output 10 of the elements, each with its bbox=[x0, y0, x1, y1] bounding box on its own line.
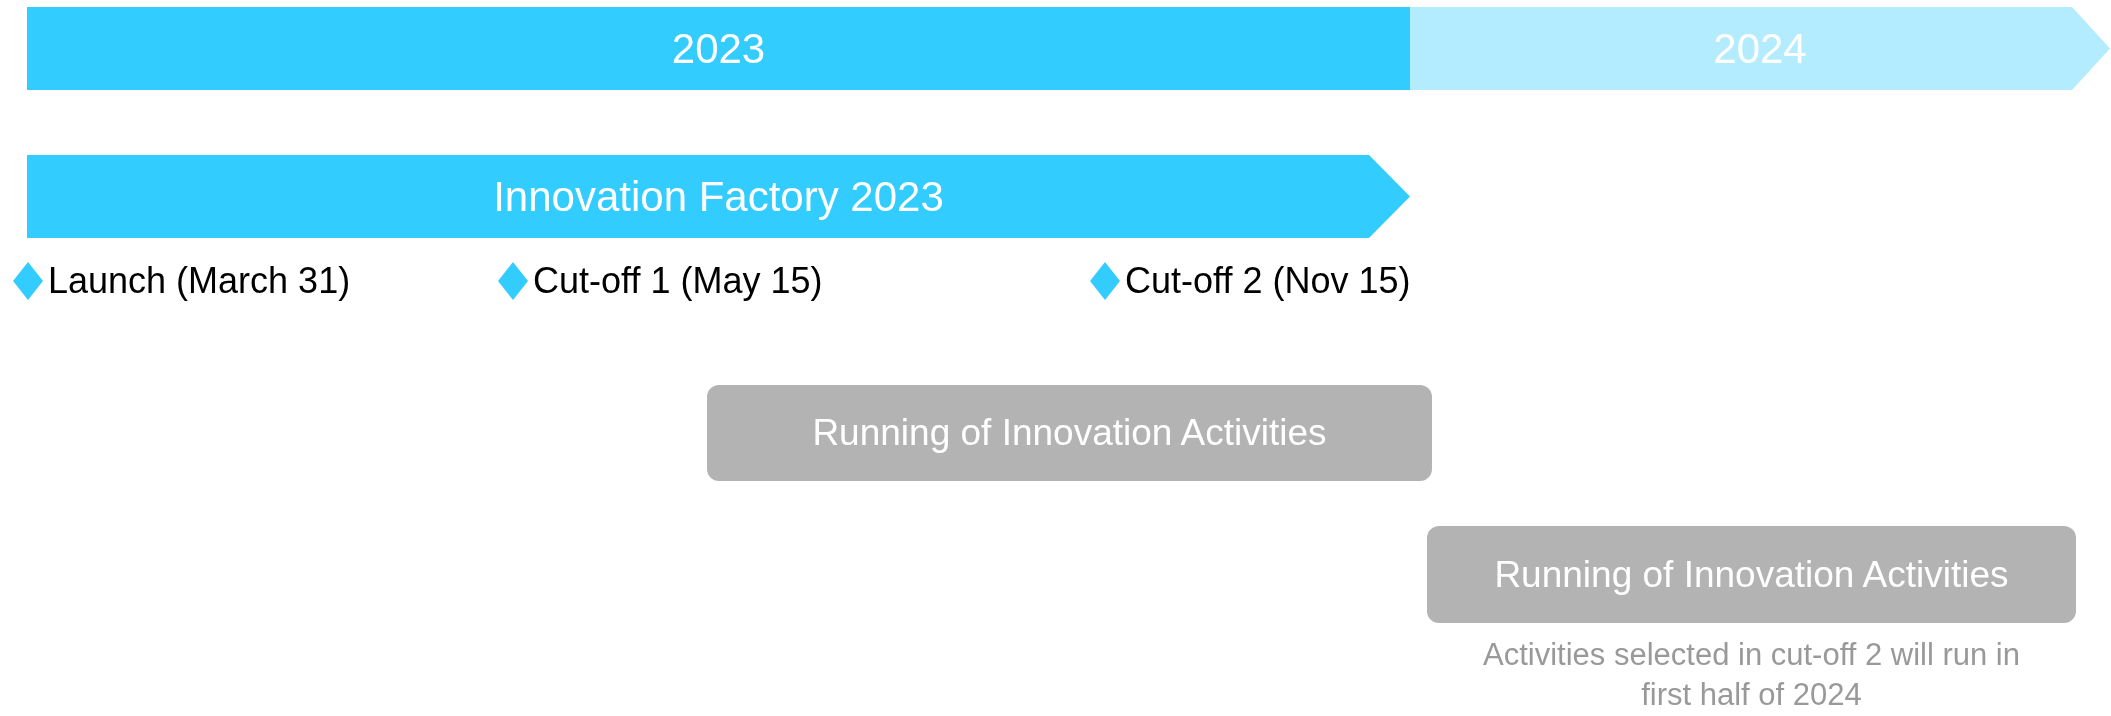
box-label: Running of Innovation Activities bbox=[812, 412, 1327, 454]
milestone-label: Cut-off 2 (Nov 15) bbox=[1125, 260, 1411, 302]
bar-label: Innovation Factory 2023 bbox=[493, 172, 944, 221]
box-label: Running of Innovation Activities bbox=[1494, 553, 2009, 596]
bar-label: 2023 bbox=[671, 24, 766, 73]
milestone-label: Cut-off 1 (May 15) bbox=[533, 260, 823, 302]
process-box bbox=[707, 385, 1432, 481]
milestone-label: Launch (March 31) bbox=[48, 260, 351, 302]
note-text: Activities selected in cut-off 2 will run in first half of 2024 bbox=[1482, 636, 2021, 714]
bar-label: 2024 bbox=[1713, 24, 1807, 73]
